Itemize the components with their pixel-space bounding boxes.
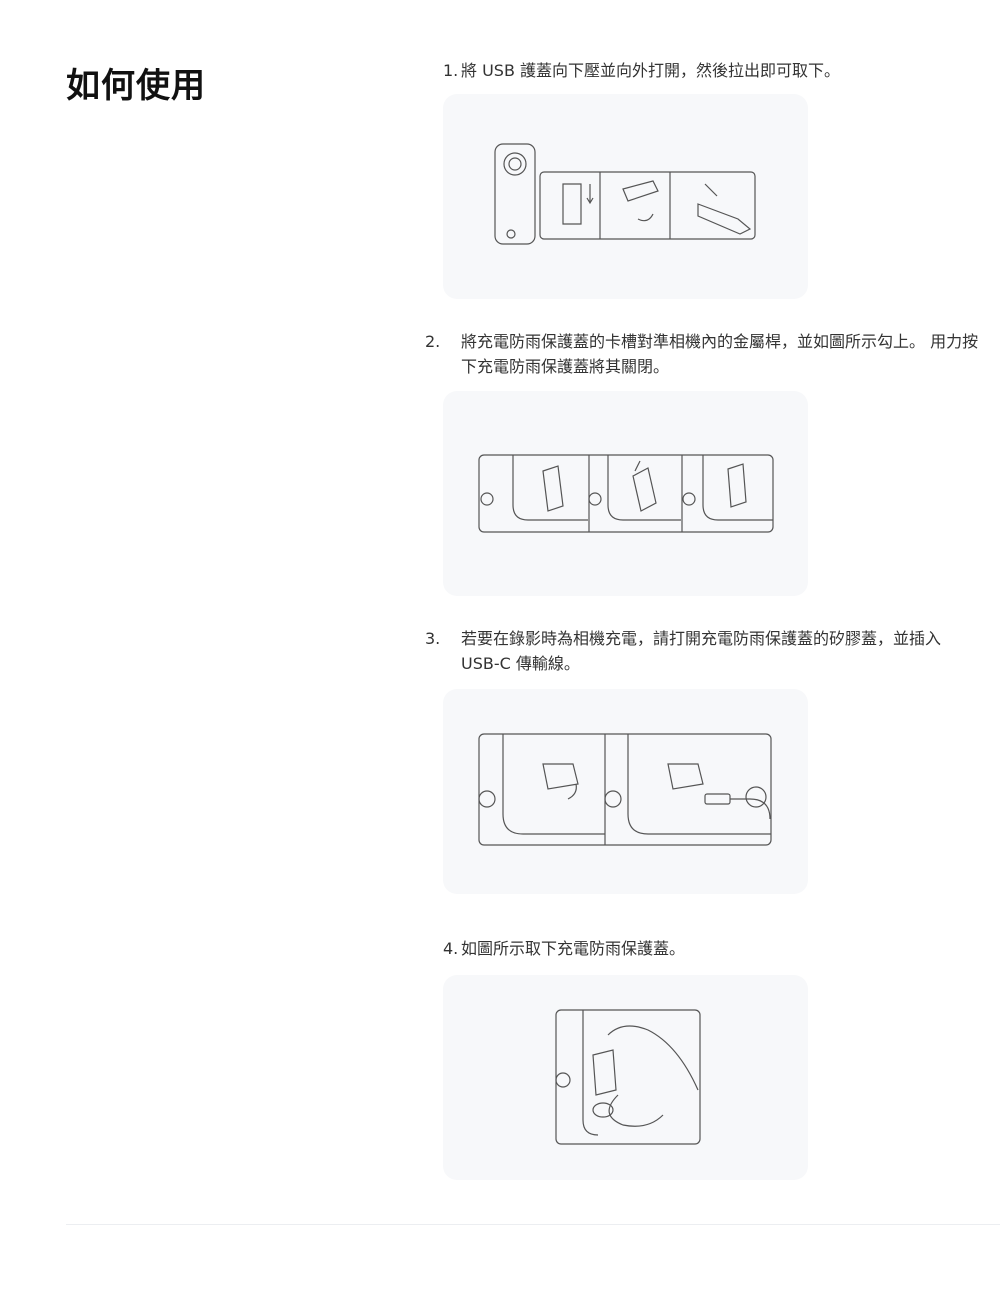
step-1-illustration	[443, 94, 808, 299]
step-4-illustration	[443, 975, 808, 1180]
step-number: 3.	[425, 629, 441, 648]
section-divider	[66, 1224, 1000, 1225]
step-number: 1.	[443, 61, 459, 80]
step-description: 將 USB 護蓋向下壓並向外打開，然後拉出即可取下。	[461, 61, 841, 80]
step-2-text: 2. 將充電防雨保護蓋的卡槽對準相機內的金屬桿，並如圖所示勾上。 用力按下充電防雨…	[425, 329, 981, 379]
step-4-text: 4.如圖所示取下充電防雨保護蓋。	[443, 936, 963, 961]
step-3-illustration	[443, 689, 808, 894]
step-description: 如圖所示取下充電防雨保護蓋。	[461, 939, 686, 958]
step-description: 若要在錄影時為相機充電，請打開充電防雨保護蓋的矽膠蓋，並插入 USB-C 傳輸線…	[461, 629, 942, 673]
step-3-text: 3. 若要在錄影時為相機充電，請打開充電防雨保護蓋的矽膠蓋，並插入 USB-C 傳…	[425, 626, 981, 676]
step-description: 將充電防雨保護蓋的卡槽對準相機內的金屬桿，並如圖所示勾上。 用力按下充電防雨保護…	[461, 332, 979, 376]
page-title: 如何使用	[66, 66, 206, 106]
step-number: 2.	[425, 332, 441, 351]
step-1-text: 1.將 USB 護蓋向下壓並向外打開，然後拉出即可取下。	[443, 58, 963, 83]
step-number: 4.	[443, 939, 459, 958]
step-2-illustration	[443, 391, 808, 596]
